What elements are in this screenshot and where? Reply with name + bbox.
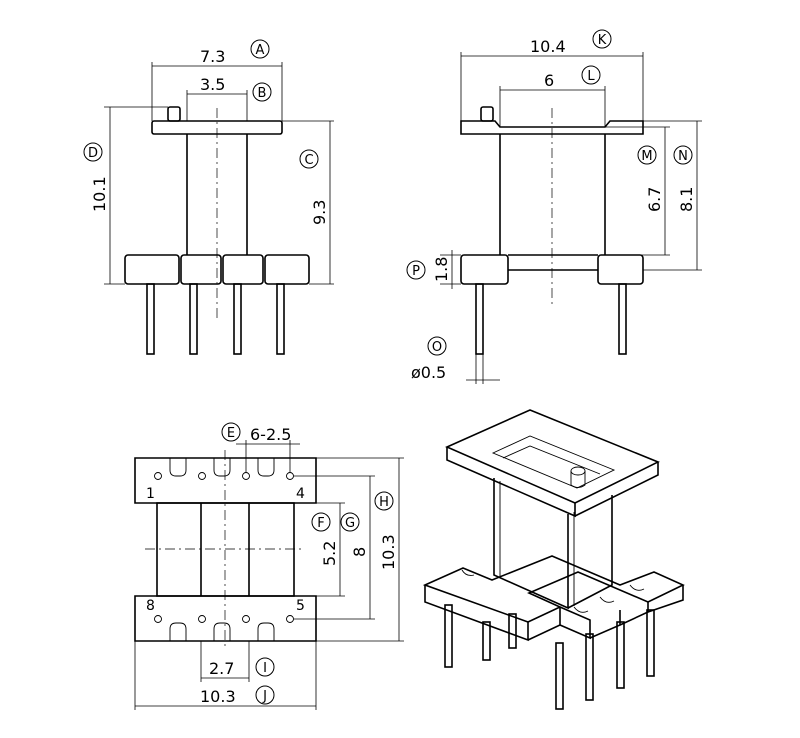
side-dim-label-l: L	[587, 69, 595, 84]
pin-number-5: 5	[296, 598, 305, 614]
side-dim-base-height: 1.8	[432, 257, 451, 282]
iso-pin-1	[444, 604, 453, 668]
side-dim-body-height: 8.1	[677, 187, 696, 212]
front-top-pin	[167, 106, 181, 122]
front-base-block-3	[222, 254, 264, 285]
side-dim-window-width: 6	[544, 71, 554, 90]
side-pin-left	[475, 283, 484, 355]
bottom-hole-6	[242, 615, 250, 623]
iso-pin-6	[616, 621, 625, 689]
iso-base-top	[422, 555, 685, 623]
bottom-dim-inner-span: 5.2	[320, 541, 339, 566]
bottom-hole-2	[198, 472, 206, 480]
side-dim-label-n: N	[678, 149, 688, 164]
bottom-hole-7	[198, 615, 206, 623]
front-pin-2	[189, 283, 198, 355]
isometric-view	[422, 409, 685, 710]
bottom-dim-label-j: J	[262, 689, 267, 704]
front-pin-3	[233, 283, 242, 355]
front-dim-label-a: A	[256, 43, 265, 58]
side-dim-pin-diameter: ø0.5	[411, 363, 446, 382]
side-top-pin	[480, 106, 494, 122]
iso-top-flange-front	[446, 447, 576, 518]
side-dim-window-height: 6.7	[645, 187, 664, 212]
front-base-block-2	[180, 254, 222, 285]
iso-pin-5	[585, 633, 594, 701]
pin-number-8: 8	[146, 598, 155, 614]
bottom-dim-label-h: H	[379, 495, 389, 510]
iso-core	[493, 478, 613, 610]
bottom-dim-label-e: E	[227, 426, 235, 441]
side-dim-label-k: K	[598, 33, 607, 48]
iso-pin-3	[508, 613, 517, 649]
front-dim-label-d: D	[88, 146, 98, 161]
iso-pin-7	[646, 609, 655, 677]
bottom-body	[156, 502, 295, 597]
bottom-hole-1	[154, 472, 162, 480]
bottom-hole-3	[242, 472, 250, 480]
front-dim-label-b: B	[258, 86, 267, 101]
front-dim-core-width: 3.5	[200, 75, 225, 94]
front-pin-4	[276, 283, 285, 355]
bottom-dim-label-f: F	[317, 516, 324, 531]
bottom-hole-5	[286, 615, 294, 623]
pin-number-1: 1	[146, 486, 155, 502]
bottom-dim-label-g: G	[345, 516, 355, 531]
bottom-dim-slot-width: 2.7	[209, 659, 234, 678]
front-view: 7.3 A 3.5 B 10.1 D 9.3 C	[83, 39, 334, 355]
side-dim-label-p: P	[412, 264, 420, 279]
front-dim-width-top: 7.3	[200, 47, 225, 66]
side-view: 10.4 K 6 L 6.7 M 8.1 N 1.8 P ø	[406, 29, 702, 384]
iso-pin-2	[482, 621, 491, 661]
bottom-view: 1 4 8 5 6-2.5 E 5.2 F 8 G 10.3 H	[134, 422, 404, 710]
bottom-dim-pin-row-span: 8	[350, 547, 369, 557]
front-dim-label-c: C	[304, 153, 313, 168]
bottom-dim-pin-pitch: 6-2.5	[250, 425, 291, 444]
iso-pin-4	[555, 642, 564, 710]
front-pin-1	[146, 283, 155, 355]
front-dim-body-height: 9.3	[310, 200, 329, 225]
bottom-top-flange	[134, 457, 317, 504]
bottom-dim-total-width: 10.3	[200, 687, 236, 706]
bottom-dim-label-i: I	[263, 661, 267, 676]
side-pin-right	[618, 283, 627, 355]
iso-top-flange-top	[445, 409, 660, 504]
bottom-bottom-flange	[134, 595, 317, 642]
side-dim-total-width: 10.4	[530, 37, 566, 56]
bottom-dim-total-depth: 10.3	[379, 534, 398, 570]
bottom-hole-8	[154, 615, 162, 623]
front-base-block-1	[124, 254, 180, 285]
front-dim-total-height: 10.1	[90, 176, 109, 212]
side-base-right	[597, 254, 644, 285]
pin-number-4: 4	[296, 486, 305, 502]
side-dim-label-o: O	[432, 340, 442, 355]
side-base-left	[460, 254, 509, 285]
front-base-block-4	[264, 254, 310, 285]
side-top-flange	[460, 120, 644, 135]
side-dim-label-m: M	[641, 149, 652, 164]
bottom-hole-4	[286, 472, 294, 480]
